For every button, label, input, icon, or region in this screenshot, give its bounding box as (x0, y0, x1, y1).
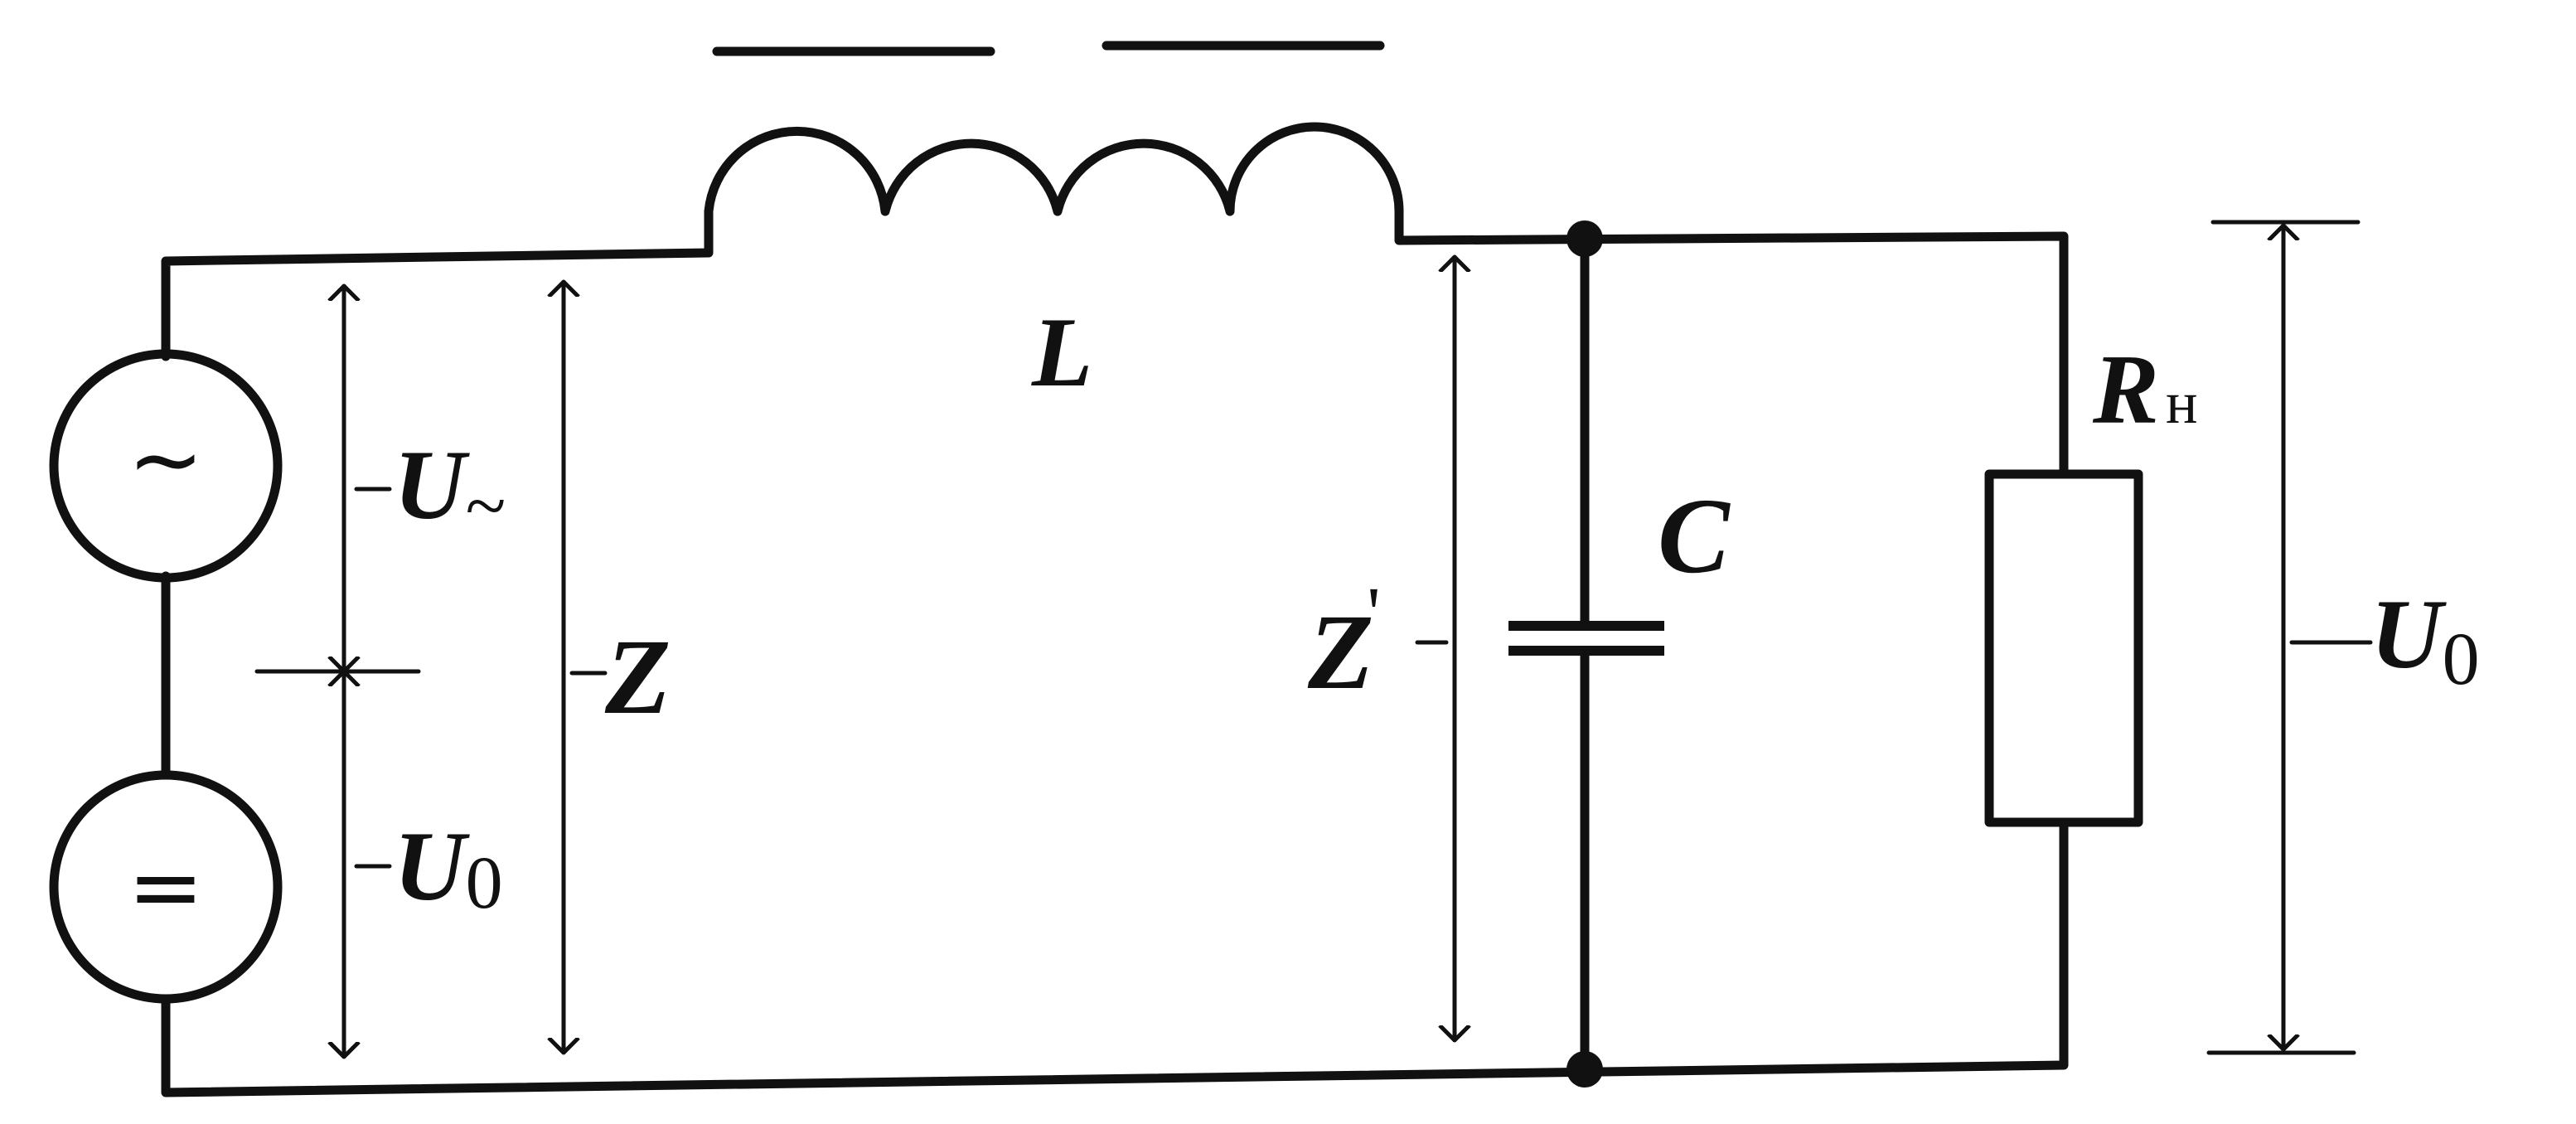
impedance-label: Z (604, 618, 671, 737)
capacitor-label: C (1658, 477, 1731, 596)
wire-top-left (161, 206, 714, 361)
junction-dot-bottom (1566, 1051, 1603, 1088)
wire-bottom (161, 822, 2069, 1097)
load-resistor (1984, 469, 2143, 827)
dc-voltage-label: U0 (394, 811, 503, 924)
impedance-prime-label: Z' (1307, 573, 1381, 712)
output-voltage-label: U0 (2370, 579, 2480, 700)
wire-top-right (1394, 206, 2069, 477)
ac-voltage-label: U~ (394, 429, 506, 547)
inductor-label: L (1031, 297, 1092, 407)
dc-source (49, 770, 283, 1004)
junction-dot-top (1566, 220, 1603, 257)
dc-source-symbol: = (128, 834, 204, 940)
ac-source-symbol: ~ (128, 406, 204, 512)
ac-source (49, 349, 283, 583)
inductor-coil (704, 122, 1404, 216)
